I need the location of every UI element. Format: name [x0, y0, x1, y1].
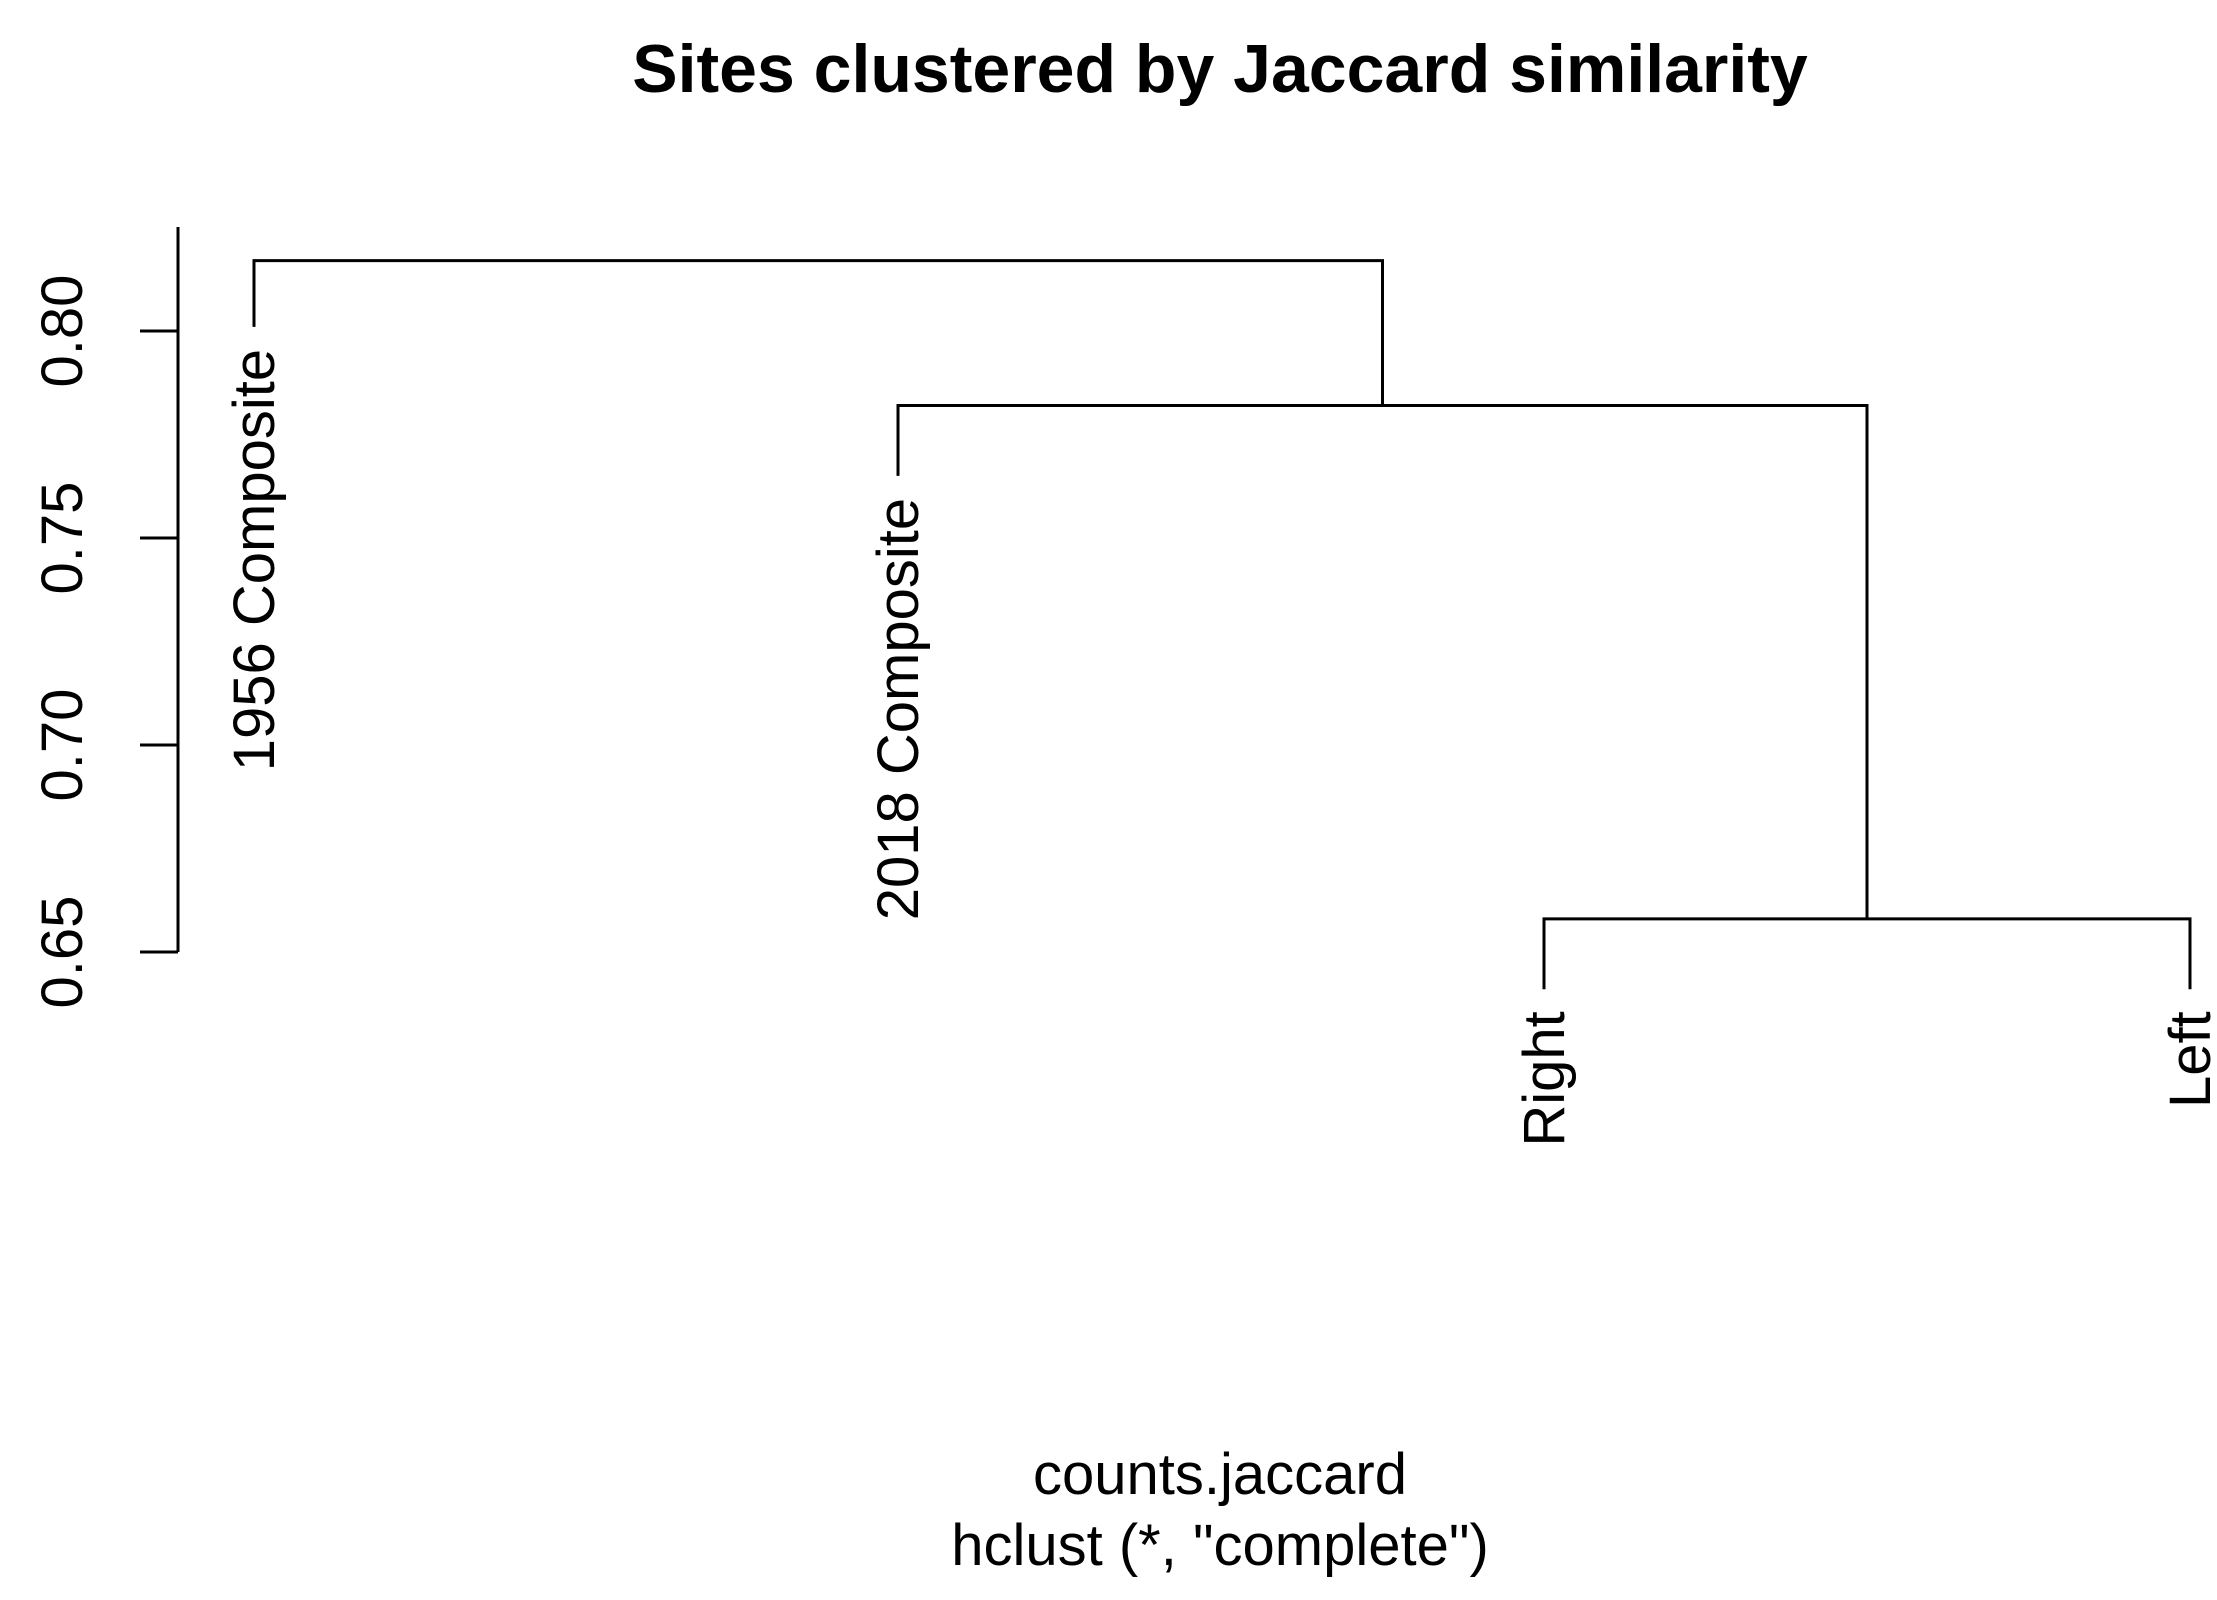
- y-tick-label-3: 0.80: [30, 275, 95, 388]
- chart-title: Sites clustered by Jaccard similarity: [632, 31, 1808, 107]
- leaf-label-0: 1956 Composite: [222, 349, 287, 771]
- x-axis-label: counts.jaccard: [1033, 1442, 1407, 1507]
- leaf-label-2: Right: [1512, 1011, 1577, 1146]
- leaf-label-3: Left: [2158, 1011, 2217, 1108]
- dendrogram-branches: [252, 259, 2192, 990]
- y-tick-label-0: 0.65: [30, 896, 95, 1009]
- y-tick-label-2: 0.75: [30, 482, 95, 595]
- method-label: hclust (*, "complete"): [951, 1513, 1489, 1578]
- branch-m3: [252, 259, 1384, 406]
- branch-m1: [1542, 917, 2192, 990]
- branch-m2: [896, 404, 1869, 919]
- y-axis-ticks: 0.65 0.70 0.75 0.80: [30, 275, 178, 1009]
- leaf-label-1: 2018 Composite: [866, 498, 931, 920]
- y-tick-label-1: 0.70: [30, 689, 95, 802]
